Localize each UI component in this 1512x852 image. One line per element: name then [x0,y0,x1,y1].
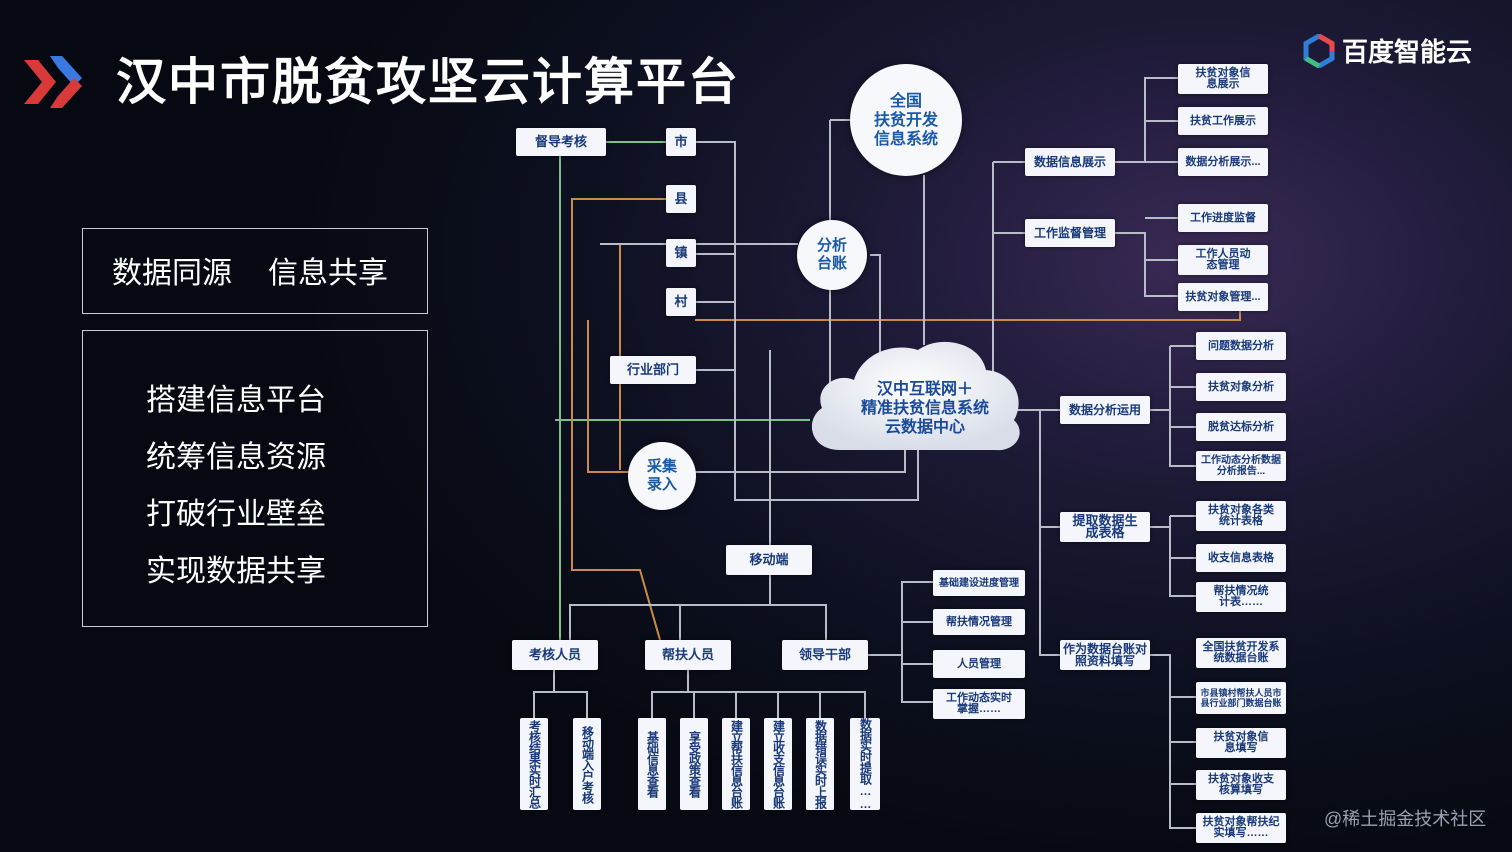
chevron-logo-icon [24,56,82,108]
industry-box: 行业部门 [610,356,696,384]
point-item: 统筹信息资源 [146,441,326,474]
right-item: 扶贫对象管理... [1178,283,1268,311]
watermark: @稀土掘金技术社区 [1324,809,1487,829]
slogan-panel [82,228,428,314]
cloud-icon [811,341,1020,451]
group-label-display: 数据信息展示 [1025,148,1115,176]
right-item: 工作人员动态管理 [1178,245,1268,275]
points-list: 搭建信息平台 统筹信息资源 打破行业壁垒 实现数据共享 [146,372,326,600]
right-item: 市县镇村帮扶人员市县行业部门数据台账 [1196,682,1286,714]
brand-name: 百度智能云 [1342,37,1473,67]
right-item: 工作动态分析数据分析报告... [1196,451,1286,481]
points-panel [82,330,428,627]
mobile-box: 移动端 [726,545,812,575]
slogan-left: 数据同源 [112,257,232,290]
cloud-data-center: 汉中互联网＋ 精准扶贫信息系统 云数据中心 [860,381,989,436]
helper-item: 建立帮扶信息台账 [722,718,750,810]
right-item: 扶贫对象信息展示 [1178,64,1268,94]
right-item: 扶贫对象分析 [1196,373,1286,401]
right-item: 扶贫对象信息填写 [1196,728,1286,758]
leader-item: 帮扶情况管理 [933,609,1025,635]
page-title: 汉中市脱贫攻坚云计算平台 [116,54,740,110]
point-item: 打破行业壁垒 [146,498,326,531]
level-county: 县 [666,185,696,213]
right-item: 扶贫对象各类统计表格 [1196,501,1286,531]
analysis-ledger-circle: 分析 台账 [797,220,867,290]
right-item: 数据分析展示... [1178,148,1268,176]
group-label-extract: 提取数据生成表格 [1060,512,1150,542]
leader-item: 基础建设进度管理 [933,570,1025,596]
level-town: 镇 [666,239,696,267]
right-item: 扶贫对象收支核算填写 [1196,770,1286,800]
point-item: 搭建信息平台 [146,384,326,417]
role-examiner: 考核人员 [512,640,598,670]
helper-item: 基础信息查看 [638,718,666,810]
right-item: 问题数据分析 [1196,332,1286,360]
examiner-item: 移动端入户考核 [573,718,601,810]
right-item: 脱贫达标分析 [1196,413,1286,441]
group-label-analysis: 数据分析运用 [1060,396,1150,424]
collect-input-circle: 采集 录入 [628,442,696,510]
helper-item: 数据错误实时上报 [806,718,834,810]
supervise-box: 督导考核 [516,128,606,156]
level-village: 村 [666,288,696,316]
baidu-cloud-icon [1303,33,1335,68]
helper-item: 数据实时提取…… [850,718,880,810]
level-city: 市 [666,128,696,156]
helper-item: 建立收支信息台账 [764,718,792,810]
group-label-ledger: 作为数据台账对照资料填写 [1060,640,1150,670]
leader-item: 人员管理 [933,650,1025,678]
right-item: 全国扶贫开发系统数据台账 [1196,638,1286,668]
slogan: 数据同源 信息共享 [112,248,424,292]
right-item: 扶贫对象帮扶纪实填写…… [1196,813,1286,843]
role-helper: 帮扶人员 [645,640,731,670]
right-item: 工作进度监督 [1178,204,1268,232]
national-system-circle: 全国 扶贫开发 信息系统 [850,64,962,176]
group-label-supervision: 工作监督管理 [1025,219,1115,247]
right-item: 扶贫工作展示 [1178,107,1268,135]
examiner-item: 考核结果实时汇总 [520,718,548,810]
role-leader: 领导干部 [782,640,868,670]
helper-item: 享受政策查看 [680,718,708,810]
slogan-right: 信息共享 [268,257,388,290]
brand-logo: 百度智能云 [1302,32,1472,69]
right-item: 帮扶情况统计表…… [1196,582,1286,612]
leader-item: 工作动态实时掌握…… [933,689,1025,719]
right-item: 收支信息表格 [1196,544,1286,572]
point-item: 实现数据共享 [146,555,326,588]
